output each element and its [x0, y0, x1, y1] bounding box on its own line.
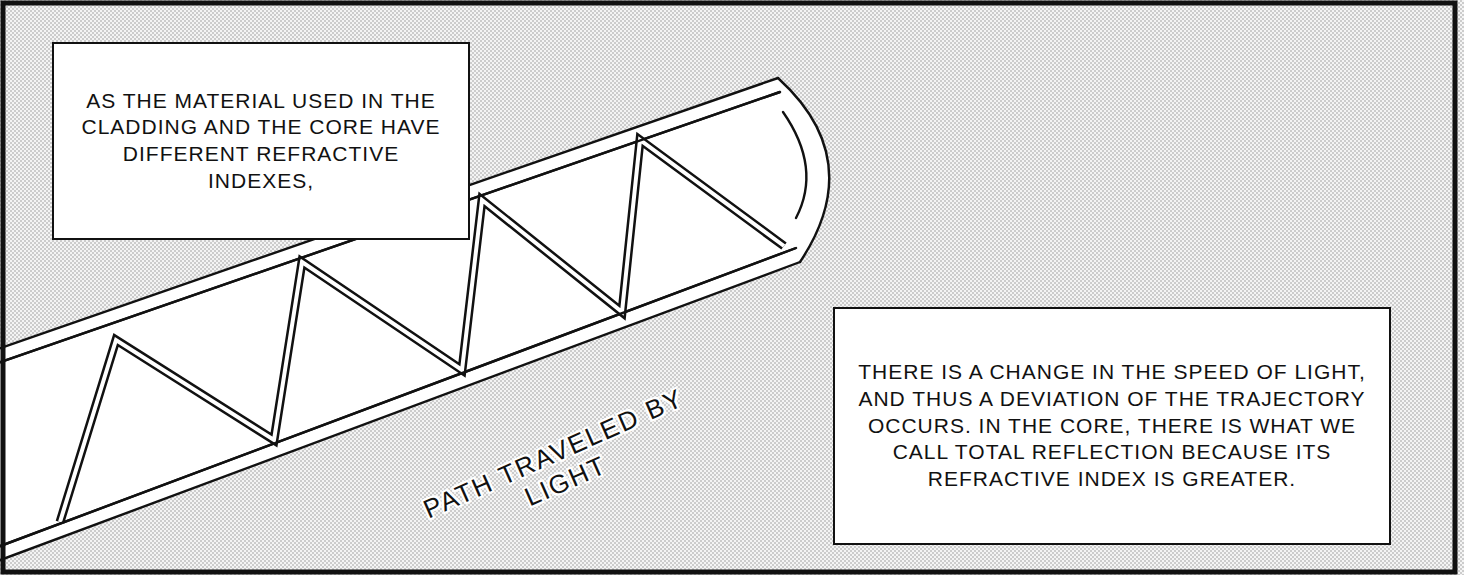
- caption-text: AS THE MATERIAL USED IN THE CLADDING AND…: [78, 88, 444, 195]
- panel-border: [3, 3, 1455, 572]
- caption-box: THERE IS A CHANGE IN THE SPEED OF LIGHT,…: [833, 307, 1391, 545]
- caption-box: AS THE MATERIAL USED IN THE CLADDING AND…: [52, 42, 470, 240]
- caption-text: THERE IS A CHANGE IN THE SPEED OF LIGHT,…: [857, 359, 1367, 492]
